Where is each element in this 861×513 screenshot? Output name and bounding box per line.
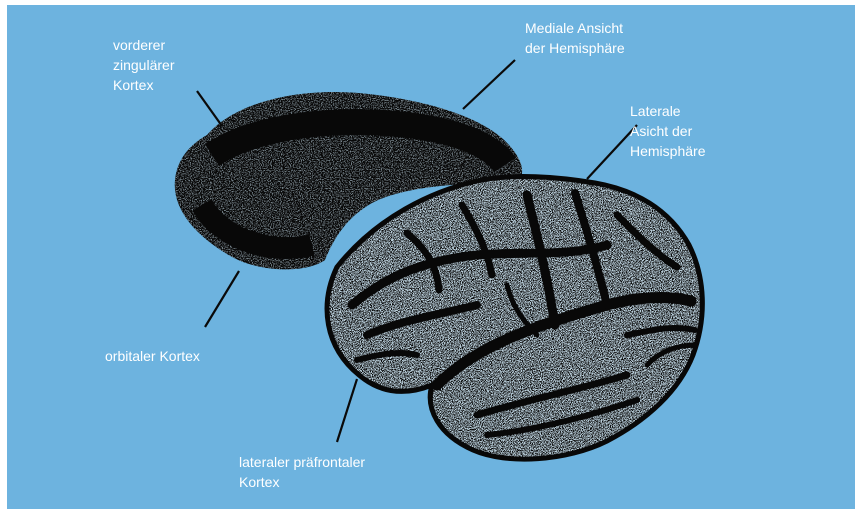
brain-diagram-panel: vorderer zingulärer Kortex Mediale Ansic… [7,5,855,509]
label-line: Asicht der [630,121,705,141]
label-line: vorderer [113,35,174,55]
label-line: Mediale Ansicht [525,18,625,38]
label-line: Laterale [630,101,705,121]
label-lateral-view: Laterale Asicht der Hemisphäre [630,101,705,161]
label-orbital-cortex: orbitaler Kortex [105,346,200,366]
label-anterior-cingulate-cortex: vorderer zingulärer Kortex [113,35,174,95]
label-line: orbitaler Kortex [105,346,200,366]
label-line: zingulärer [113,55,174,75]
label-line: lateraler präfrontaler [239,452,365,472]
label-line: Kortex [239,472,365,492]
label-lateral-prefrontal-cortex: lateraler präfrontaler Kortex [239,452,365,492]
label-line: Hemisphäre [630,141,705,161]
label-medial-view: Mediale Ansicht der Hemisphäre [525,18,625,58]
label-line: Kortex [113,75,174,95]
label-line: der Hemisphäre [525,38,625,58]
